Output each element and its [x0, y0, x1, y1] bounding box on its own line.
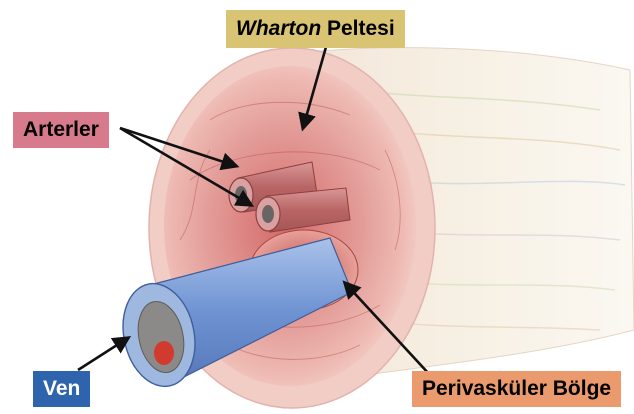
label-vein: Ven	[33, 371, 90, 407]
vein-lumen-blood	[154, 341, 174, 365]
label-arteries: Arterler	[13, 112, 109, 148]
label-wharton-italic: Wharton	[236, 17, 321, 40]
label-perivascular-zone: Perivasküler Bölge	[412, 371, 621, 407]
label-wharton-jelly: Wharton Peltesi	[226, 10, 405, 48]
arrow-ven	[78, 338, 128, 370]
label-wharton-rest: Peltesi	[321, 17, 395, 40]
